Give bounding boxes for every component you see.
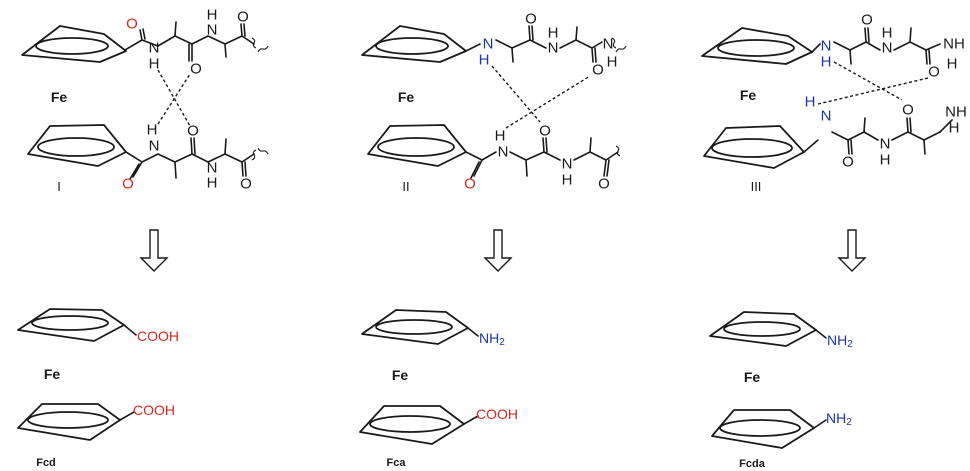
cyclopentadienyl-ring	[703, 125, 805, 169]
cyclopentadienyl-ring	[17, 308, 125, 342]
structure-numeral: III	[751, 179, 762, 194]
amide-nitrogen: N	[562, 156, 573, 173]
structure-I: Fe I O N H O N H O	[21, 7, 269, 194]
cyclopentadienyl-ring	[711, 409, 815, 449]
double-down-arrow-icon	[483, 229, 513, 272]
carbonyl-oxygen: O	[464, 176, 476, 193]
amide-hydrogen: H	[947, 56, 958, 73]
structure-numeral: I	[57, 179, 61, 194]
amide-hydrogen: H	[949, 120, 960, 137]
compound-Fcd: COOH Fe COOH Fcd	[17, 308, 179, 469]
cyclopentadienyl-ring	[361, 25, 467, 63]
carbonyl-oxygen: O	[928, 64, 940, 81]
amide-nitrogen: N	[149, 40, 160, 57]
amide-nitrogen: N	[882, 40, 893, 57]
amine-nitrogen: N	[483, 36, 494, 53]
hydrogen-bond	[505, 75, 591, 129]
amide-hydrogen: H	[562, 172, 573, 189]
carboxyl-group: COOH	[137, 328, 179, 344]
hydrogen-bond	[157, 73, 191, 125]
carbonyl-oxygen: O	[126, 16, 138, 33]
carbonyl-oxygen: O	[122, 176, 134, 193]
compound-Fca: NH2 Fe COOH Fca	[359, 309, 518, 469]
cyclopentadienyl-ring	[359, 405, 465, 445]
hydrogen-bond	[833, 61, 903, 101]
carbonyl-oxygen: O	[539, 123, 551, 140]
hydrogen-bond	[817, 77, 929, 105]
carbonyl-oxygen: O	[861, 12, 873, 29]
cyclopentadienyl-ring	[701, 27, 813, 65]
amine-hydrogen: H	[821, 54, 832, 71]
iron-label: Fe	[744, 369, 761, 385]
cyclopentadienyl-ring	[361, 309, 469, 345]
cyclopentadienyl-ring	[17, 403, 121, 441]
amine-group: NH2	[827, 332, 853, 350]
compound-label: Fca	[387, 457, 407, 469]
cyclopentadienyl-ring	[27, 124, 127, 167]
iron-label: Fe	[51, 89, 68, 105]
structure-III: Fe III N H O N H O NH H N H O	[701, 12, 967, 194]
hydrogen-bond	[491, 65, 541, 123]
amide-nitrogen-terminal: N	[603, 36, 614, 53]
carbonyl-oxygen: O	[525, 11, 537, 28]
carbonyl-oxygen: O	[902, 102, 914, 119]
iron-label: Fe	[740, 87, 757, 103]
carbonyl-oxygen: O	[240, 176, 252, 193]
amide-nitrogen: N	[548, 40, 559, 57]
amide-nitrogen-terminal: NH	[945, 104, 967, 121]
carbonyl-oxygen: O	[842, 154, 854, 171]
amide-hydrogen: H	[548, 25, 559, 42]
amine-group: NH2	[826, 410, 852, 428]
amide-nitrogen: N	[498, 144, 509, 161]
amide-hydrogen: H	[149, 56, 160, 73]
cyclopentadienyl-ring	[709, 311, 817, 347]
amide-hydrogen: H	[495, 128, 506, 145]
carboxyl-group: COOH	[476, 406, 518, 422]
carbonyl-oxygen: O	[598, 176, 610, 193]
amide-hydrogen: H	[207, 7, 218, 24]
compound-Fcda: NH2 Fe NH2 Fcda	[709, 311, 853, 470]
amine-nitrogen: N	[821, 38, 832, 55]
iron-label: Fe	[392, 367, 409, 383]
amide-hydrogen: H	[882, 25, 893, 42]
carboxyl-group: COOH	[133, 402, 175, 418]
amide-hydrogen: H	[147, 122, 158, 139]
amine-nitrogen: N	[821, 108, 832, 125]
double-down-arrow-icon	[139, 229, 169, 272]
amide-nitrogen: N	[207, 22, 218, 39]
carbonyl-oxygen: O	[187, 123, 199, 140]
carbonyl-oxygen: O	[190, 61, 202, 78]
amide-hydrogen: H	[207, 175, 218, 192]
compound-label: Fcda	[739, 458, 766, 470]
amine-group: NH2	[479, 330, 505, 348]
carbonyl-oxygen: O	[237, 9, 249, 26]
structure-numeral: II	[402, 179, 409, 194]
amide-hydrogen: H	[880, 152, 891, 169]
cyclopentadienyl-ring	[367, 124, 467, 167]
iron-label: Fe	[398, 89, 415, 105]
carbonyl-oxygen: O	[592, 62, 604, 79]
amide-nitrogen-terminal: NH	[943, 36, 965, 53]
iron-label: Fe	[44, 366, 61, 382]
amide-nitrogen: N	[149, 138, 160, 155]
amine-hydrogen: H	[479, 52, 490, 69]
amide-nitrogen: N	[207, 160, 218, 177]
amine-hydrogen: H	[805, 94, 816, 111]
compound-label: Fcd	[36, 457, 56, 469]
structure-II: Fe II N H O N H O N H	[361, 11, 627, 194]
amide-hydrogen: H	[607, 54, 618, 71]
cyclopentadienyl-ring	[21, 25, 127, 63]
double-down-arrow-icon	[837, 229, 867, 272]
amide-nitrogen: N	[880, 136, 891, 153]
